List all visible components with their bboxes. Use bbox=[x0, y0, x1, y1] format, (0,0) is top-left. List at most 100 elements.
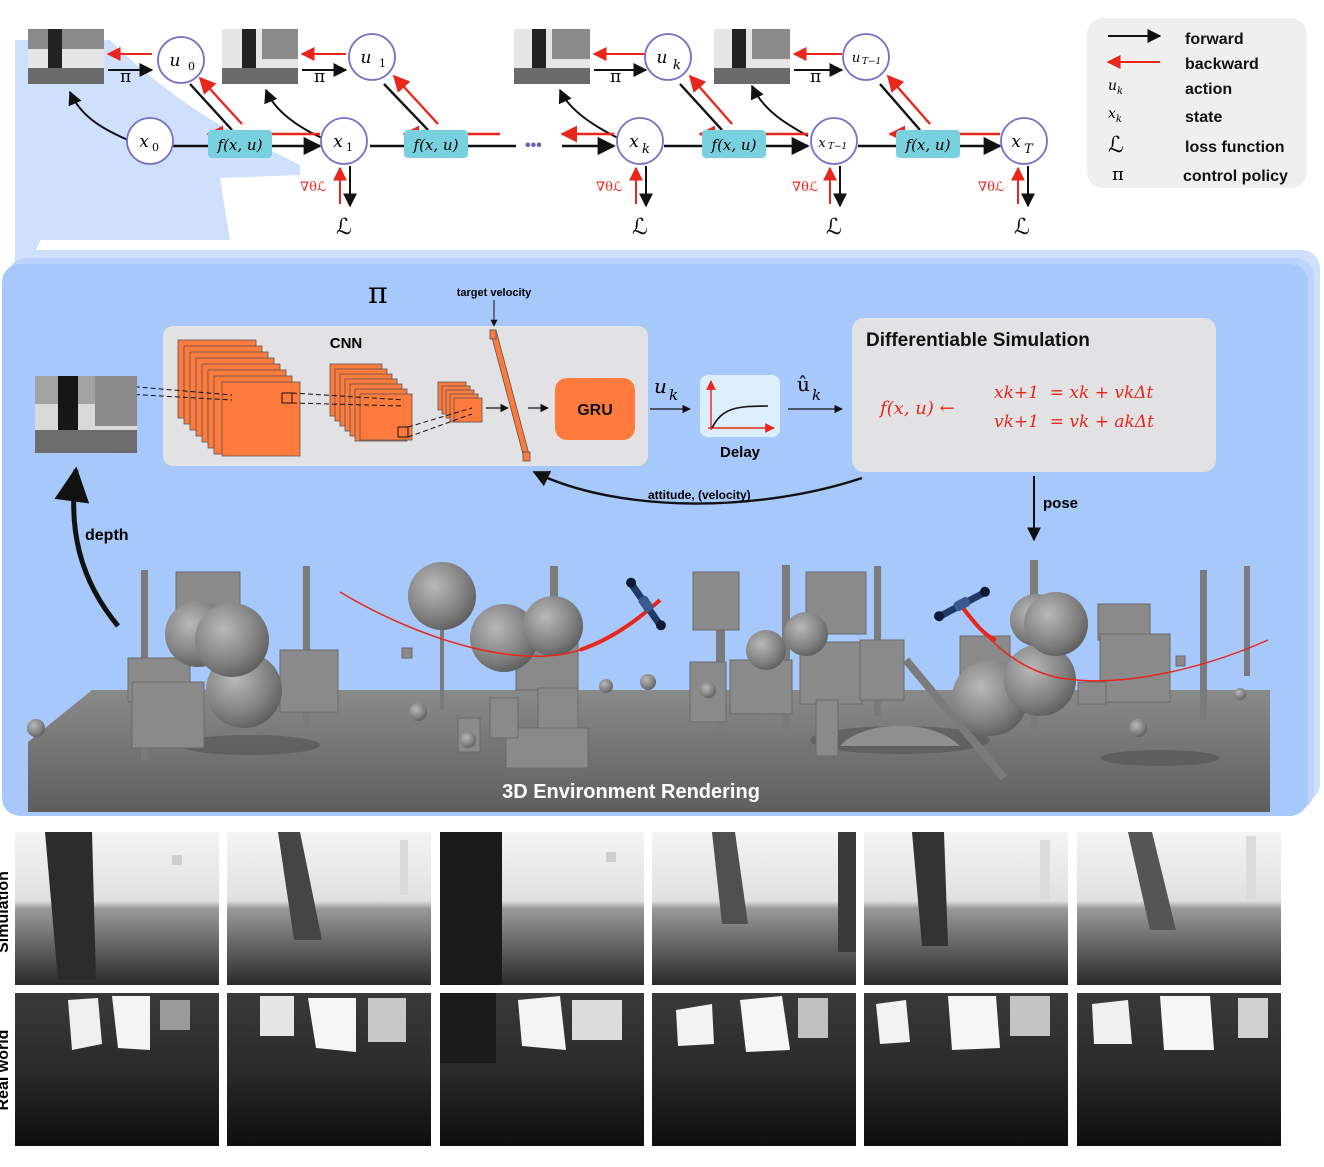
legend-label-loss: loss function bbox=[1185, 139, 1285, 156]
svg-text:T−1: T−1 bbox=[862, 57, 881, 67]
legend-label-forward: forward bbox=[1185, 31, 1244, 48]
svg-text:f(x, u): f(x, u) bbox=[905, 136, 951, 154]
legend-label-state: state bbox=[1185, 109, 1222, 126]
svg-text:GRU: GRU bbox=[577, 402, 613, 419]
state-input-cell bbox=[522, 451, 531, 462]
svg-text:k: k bbox=[642, 142, 650, 157]
svg-text:1: 1 bbox=[346, 141, 353, 154]
depth-label: depth bbox=[85, 527, 129, 544]
dynamics-box-1: f(x, u) bbox=[404, 130, 468, 158]
legend-label-policy: control policy bbox=[1183, 168, 1288, 185]
real-frame-3 bbox=[440, 993, 644, 1146]
depth-thumbnail-0 bbox=[28, 29, 104, 84]
dynamics-box-k: f(x, u) bbox=[702, 130, 766, 158]
loss-symbol-t: ℒ bbox=[1014, 215, 1030, 240]
svg-text:T: T bbox=[1024, 142, 1034, 157]
policy-label-k: π bbox=[610, 67, 621, 87]
legend: uk xk ℒ π forward backward action state … bbox=[1087, 18, 1307, 188]
svg-text:u: u bbox=[361, 48, 372, 68]
real-frame-6 bbox=[1077, 993, 1281, 1146]
sim-frame-1 bbox=[15, 832, 219, 985]
simulation-frames bbox=[15, 832, 1281, 985]
real-world-frames bbox=[15, 993, 1281, 1146]
action-node-1: u 1 bbox=[348, 33, 396, 81]
pipeline-uhat-sub: k bbox=[812, 386, 821, 404]
dynamics-box-0: f(x, u) bbox=[208, 130, 272, 158]
depth-thumbnail-1 bbox=[222, 29, 298, 84]
simulation-title: Differentiable Simulation bbox=[866, 330, 1090, 351]
state-node-0: x 0 bbox=[126, 117, 174, 165]
feature-maps-2 bbox=[329, 363, 413, 442]
drone-1 bbox=[626, 577, 666, 631]
feature-maps-1 bbox=[177, 339, 301, 457]
dynamics-box-t: f(x, u) bbox=[896, 130, 960, 158]
grad-label-1: ∇θℒ bbox=[300, 180, 326, 195]
action-node-t1: u T−1 bbox=[842, 33, 890, 81]
svg-text:T−1: T−1 bbox=[828, 142, 847, 152]
depth-arrow bbox=[54, 466, 120, 628]
loss-symbol-1: ℒ bbox=[336, 215, 352, 240]
svg-text:0: 0 bbox=[188, 60, 195, 73]
feature-maps-3 bbox=[437, 381, 483, 423]
svg-text:x: x bbox=[139, 132, 149, 152]
sim-frame-6 bbox=[1077, 832, 1281, 985]
svg-text:f(x, u): f(x, u) bbox=[711, 136, 757, 154]
action-node-0: u 0 bbox=[157, 36, 205, 84]
policy-arrows bbox=[106, 47, 844, 77]
svg-text:k: k bbox=[673, 58, 681, 73]
policy-label-t1: π bbox=[810, 67, 821, 87]
zoom-wedge-lower bbox=[15, 180, 70, 262]
loss-symbol-t1: ℒ bbox=[826, 215, 842, 240]
pipeline-policy-symbol: π bbox=[368, 276, 388, 311]
delay-label: Delay bbox=[720, 444, 761, 461]
svg-text:f(x, u): f(x, u) bbox=[217, 136, 263, 154]
policy-label-0: π bbox=[120, 67, 131, 87]
pipeline-u-symbol: u bbox=[654, 374, 667, 398]
pipeline-uhat-symbol: û bbox=[797, 372, 810, 396]
feedback-label: attitude, (velocity) bbox=[648, 488, 751, 502]
input-depth-image bbox=[35, 376, 137, 453]
simulation-box: Differentiable Simulation f(x, u) ← xk+1… bbox=[852, 318, 1216, 472]
svg-text:x: x bbox=[333, 132, 343, 152]
action-to-dynamics-arrows bbox=[189, 74, 931, 131]
state-node-t: x T bbox=[1000, 117, 1048, 165]
real-frame-1 bbox=[15, 993, 219, 1146]
simulation-lhs: f(x, u) ← bbox=[878, 398, 955, 419]
policy-label-1: π bbox=[314, 67, 325, 87]
row-label-real-world: Real world bbox=[0, 1030, 12, 1111]
action-node-k: u k bbox=[644, 33, 692, 81]
delay-block: Delay bbox=[700, 375, 780, 461]
row-label-simulation: Simulation bbox=[0, 871, 12, 953]
sim-frame-5 bbox=[864, 832, 1068, 985]
depth-thumbnail-t1 bbox=[714, 29, 790, 84]
svg-text:x: x bbox=[1011, 132, 1021, 152]
legend-symbol-pi: π bbox=[1112, 164, 1124, 185]
chain-ellipsis: ••• bbox=[525, 137, 542, 154]
svg-text:f(x, u): f(x, u) bbox=[413, 136, 459, 154]
cnn-label: CNN bbox=[330, 335, 363, 352]
grad-label-k: ∇θℒ bbox=[596, 180, 622, 195]
feedback-arrow bbox=[532, 470, 863, 505]
svg-text:u: u bbox=[170, 51, 181, 71]
loss-arrows bbox=[333, 166, 1035, 208]
legend-label-action: action bbox=[1185, 81, 1232, 98]
svg-text:x: x bbox=[818, 136, 826, 151]
grad-label-t1: ∇θℒ bbox=[792, 180, 818, 195]
grad-label-t: ∇θℒ bbox=[978, 180, 1004, 195]
state-node-k: x k bbox=[616, 117, 664, 165]
state-transition-arrows bbox=[172, 125, 1002, 156]
svg-text:u: u bbox=[657, 48, 668, 68]
svg-text:0: 0 bbox=[152, 141, 159, 154]
real-frame-2 bbox=[227, 993, 431, 1146]
real-frame-5 bbox=[864, 993, 1068, 1146]
target-velocity-label: target velocity bbox=[457, 287, 532, 299]
svg-text:1: 1 bbox=[379, 57, 386, 70]
sim-frame-2 bbox=[227, 832, 431, 985]
environment-render bbox=[27, 560, 1270, 812]
loss-symbol-k: ℒ bbox=[632, 215, 648, 240]
drone-2 bbox=[934, 586, 990, 622]
real-frame-4 bbox=[652, 993, 856, 1146]
legend-label-backward: backward bbox=[1185, 56, 1259, 73]
sim-frame-4 bbox=[652, 832, 856, 985]
